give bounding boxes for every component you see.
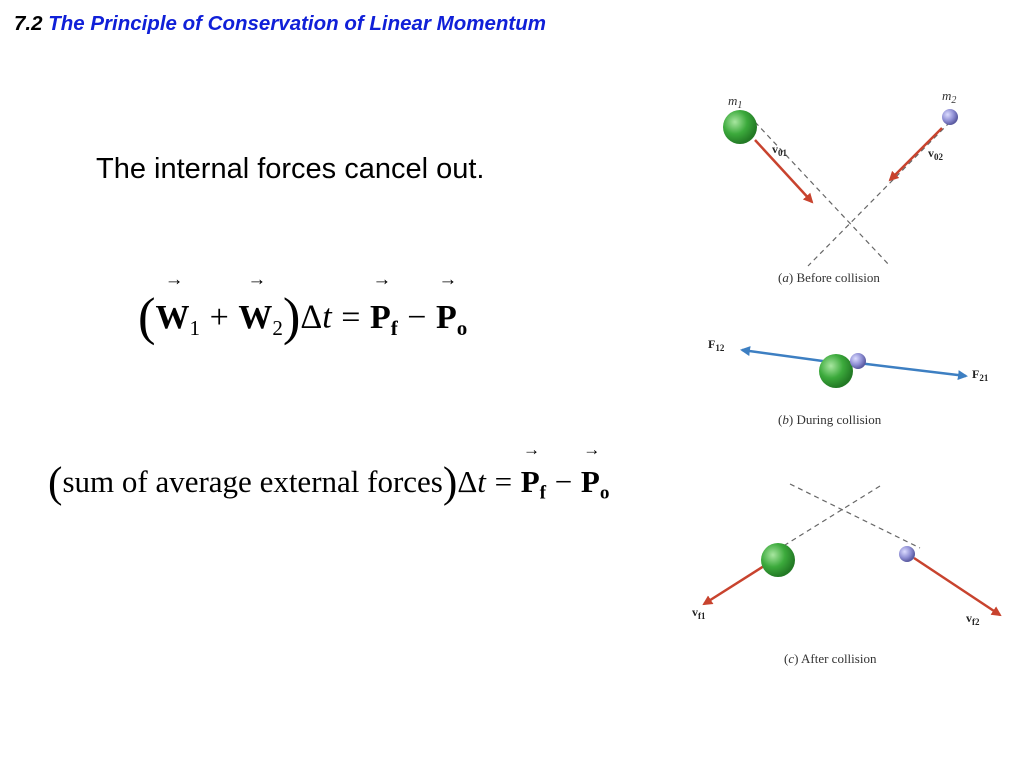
caption-after-collision: (c) After collision xyxy=(784,651,877,666)
v01-label: v01 xyxy=(772,142,788,158)
delta-symbol: Δ xyxy=(457,464,478,499)
F21-label: F21 xyxy=(972,367,989,383)
before-collision-panel: m1 m2 v01 v02 (a) Before collision xyxy=(723,88,958,285)
momentum-equation-external-forces: (sum of average external forces)Δt=→Pf−→… xyxy=(48,440,610,524)
slide-title: 7.2 The Principle of Conservation of Lin… xyxy=(14,12,546,36)
m1-label: m1 xyxy=(728,93,742,111)
trajectory-dashed-line xyxy=(789,483,921,549)
caption-before-collision: (a) Before collision xyxy=(778,270,880,285)
vf1-arrow xyxy=(702,564,765,606)
po-subscript: o xyxy=(599,482,610,504)
w2-subscript: 2 xyxy=(272,316,283,341)
v02-arrow xyxy=(888,127,943,182)
right-paren: ) xyxy=(282,288,301,346)
time-variable: t xyxy=(322,298,332,336)
vf2-arrow xyxy=(913,556,1002,617)
equals-sign: = xyxy=(341,298,361,336)
vector-arrow-icon: → xyxy=(583,440,601,460)
caption-during-collision: (b) During collision xyxy=(778,412,882,427)
right-paren: ) xyxy=(442,458,458,507)
trajectory-dashed-line xyxy=(754,121,891,267)
pf-subscript: f xyxy=(390,316,398,341)
weight-vector-1: →W xyxy=(155,269,190,336)
mass2-purple-sphere-icon xyxy=(850,353,866,369)
v01-arrow xyxy=(754,139,814,204)
w1-subscript: 1 xyxy=(189,316,201,341)
left-paren: ( xyxy=(48,458,63,507)
vector-arrow-icon: → xyxy=(372,269,392,291)
weight-vector-2: →W xyxy=(238,269,273,336)
trajectory-dashed-line xyxy=(807,121,951,267)
final-momentum-vector: →P xyxy=(520,440,541,499)
vector-arrow-icon: → xyxy=(438,269,458,291)
pf-subscript: f xyxy=(539,482,547,504)
trajectory-dashed-line xyxy=(763,485,881,559)
mass2-purple-sphere-icon xyxy=(899,546,915,562)
final-momentum-vector: →P xyxy=(369,269,392,336)
minus-sign: − xyxy=(407,298,427,336)
vector-arrow-icon: → xyxy=(247,269,267,291)
delta-symbol: Δ xyxy=(300,298,323,336)
plus-sign: + xyxy=(209,298,229,336)
vector-arrow-icon: → xyxy=(164,269,184,291)
section-number: 7.2 xyxy=(14,12,43,35)
F21-arrow xyxy=(849,360,968,381)
minus-sign: − xyxy=(554,464,573,499)
collision-diagram: m1 m2 v01 v02 (a) Before collision F12 F… xyxy=(690,80,1020,680)
vf2-label: vf2 xyxy=(966,611,980,627)
collision-diagram-svg: m1 m2 v01 v02 (a) Before collision F12 F… xyxy=(692,88,1002,666)
po-subscript: o xyxy=(456,316,468,341)
time-variable: t xyxy=(477,464,486,499)
mass1-green-sphere-icon xyxy=(819,354,853,388)
title-text: The Principle of Conservation of Linear … xyxy=(48,12,546,35)
initial-momentum-vector: →P xyxy=(435,269,458,336)
vector-arrow-icon: → xyxy=(523,440,541,460)
external-forces-text: sum of average external forces xyxy=(62,464,443,499)
F12-arrow xyxy=(740,346,831,364)
internal-forces-statement: The internal forces cancel out. xyxy=(96,153,485,185)
m2-label: m2 xyxy=(942,88,956,106)
mass1-green-sphere-icon xyxy=(723,110,757,144)
during-collision-panel: F12 F21 (b) During collision xyxy=(708,337,989,427)
vf1-label: vf1 xyxy=(692,605,706,621)
initial-momentum-vector: →P xyxy=(580,440,601,499)
left-paren: ( xyxy=(138,288,156,346)
mass2-purple-sphere-icon xyxy=(942,109,958,125)
momentum-equation-weights: (→W1+→W2)Δt=→Pf−→Po xyxy=(138,269,468,363)
F12-label: F12 xyxy=(708,337,725,353)
v02-label: v02 xyxy=(928,146,944,162)
equals-sign: = xyxy=(494,464,513,499)
after-collision-panel: vf1 vf2 (c) After collision xyxy=(692,483,1002,666)
mass1-green-sphere-icon xyxy=(761,543,795,577)
